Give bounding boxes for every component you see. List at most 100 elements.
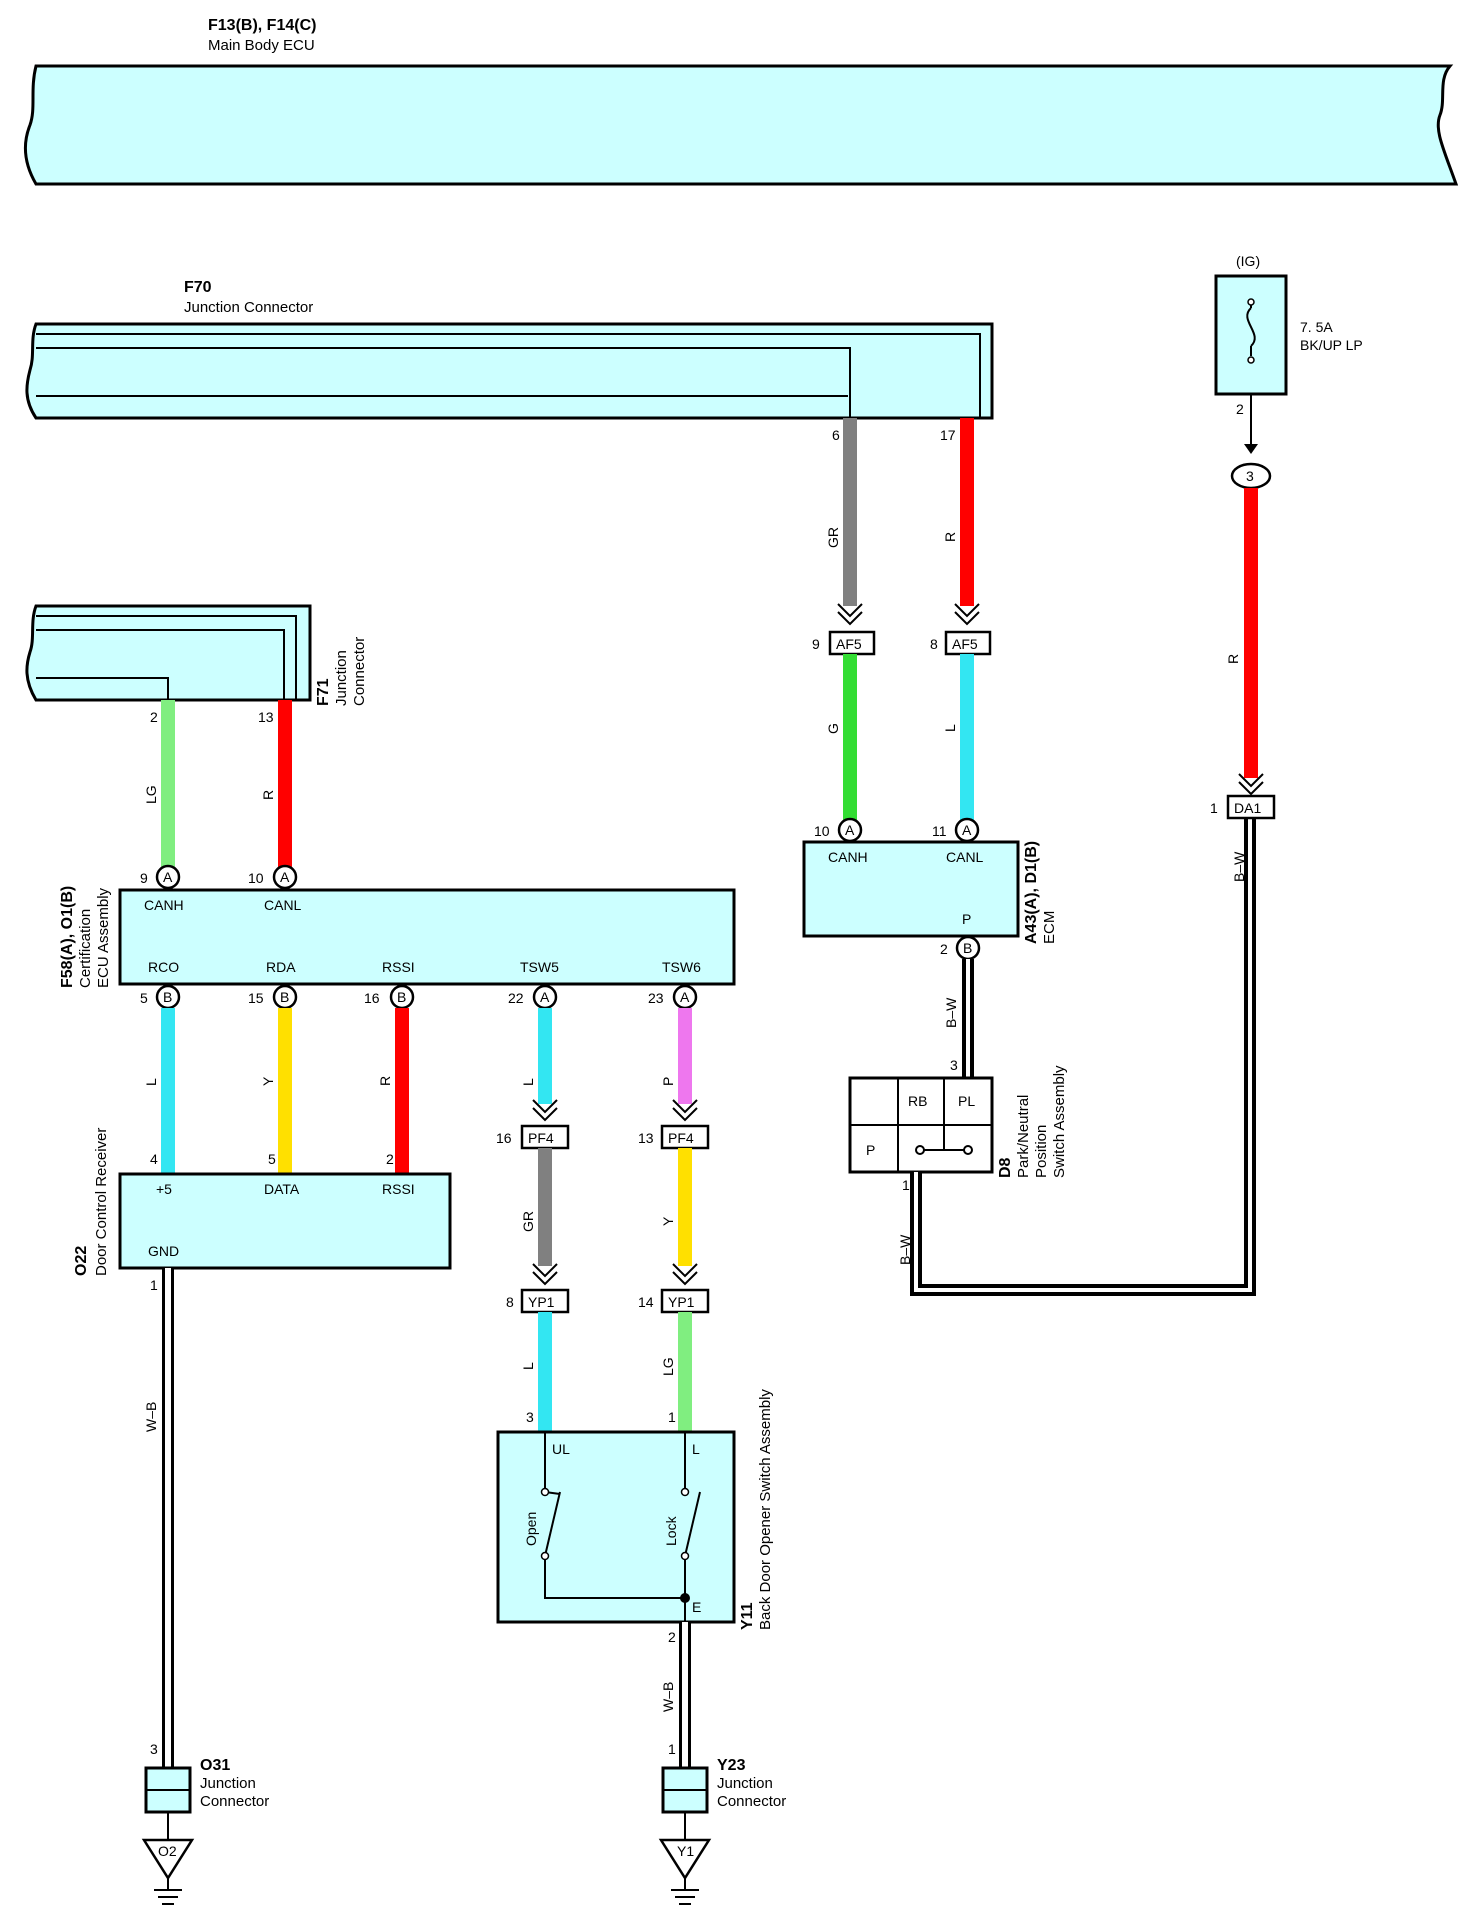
cert-pin-b-rco-label: B bbox=[163, 989, 172, 1005]
y23-name1: Junction bbox=[717, 1775, 773, 1792]
junction-3-label: 3 bbox=[1246, 468, 1254, 484]
f71-name2: Connector bbox=[351, 637, 368, 706]
yp1-pin14: 14 bbox=[638, 1294, 654, 1310]
pf4-label-right: PF4 bbox=[668, 1130, 694, 1146]
cert-pin5: 5 bbox=[140, 990, 148, 1006]
pnp-p: P bbox=[866, 1142, 875, 1158]
o31-pin3: 3 bbox=[150, 1741, 158, 1757]
wire-gr-f70 bbox=[843, 418, 857, 606]
rx-pin5: 5 bbox=[268, 1151, 276, 1167]
f71-name: Junction bbox=[333, 650, 350, 706]
ecm-code: A43(A), D1(B) bbox=[1023, 841, 1040, 944]
y23-code: Y23 bbox=[717, 1757, 746, 1774]
y1-label: Y1 bbox=[677, 1843, 694, 1859]
rx-plus5: +5 bbox=[156, 1181, 172, 1197]
o2-ground-lines bbox=[154, 1878, 182, 1905]
pf4-pin16: 16 bbox=[496, 1130, 512, 1146]
fuse-arrow bbox=[1244, 444, 1258, 454]
cert-code: F58(A), O1(B) bbox=[59, 886, 76, 988]
pnp-contact-right bbox=[963, 1145, 973, 1155]
cert-tsw6: TSW6 bbox=[662, 959, 701, 975]
rx-pin1: 1 bbox=[150, 1277, 158, 1293]
bd-l: L bbox=[692, 1441, 700, 1457]
wire-label-l-yp1: L bbox=[520, 1362, 536, 1370]
f70-name: Junction Connector bbox=[184, 299, 313, 316]
pf4-chevron-right bbox=[672, 1099, 698, 1122]
cert-pin-a-canl bbox=[272, 864, 298, 890]
ecm-pin10: 10 bbox=[814, 823, 830, 839]
fuse-pin2: 2 bbox=[1236, 401, 1244, 417]
wire-lg-f71 bbox=[161, 700, 175, 872]
cert-name2: ECU Assembly bbox=[95, 887, 112, 988]
wire-label-g: G bbox=[825, 723, 841, 734]
cert-pin-b-rssi-label: B bbox=[397, 989, 406, 1005]
wire-label-r-f71: R bbox=[260, 790, 276, 800]
wire-label-gr-pf4: GR bbox=[520, 1211, 536, 1232]
wire-bw-pnp-stripe bbox=[914, 815, 1252, 1292]
pnp-name2: Position bbox=[1033, 1125, 1050, 1178]
ecm-canh: CANH bbox=[828, 849, 868, 865]
f70-inner-line-mid bbox=[36, 347, 851, 418]
wire-label-r-rssi: R bbox=[377, 1076, 393, 1086]
wire-label-bw-da1: B–W bbox=[1231, 851, 1247, 882]
pf4-label-left: PF4 bbox=[528, 1130, 554, 1146]
y23-name2: Connector bbox=[717, 1793, 786, 1810]
f71-inner-low bbox=[36, 677, 169, 700]
pnp-pin1: 1 bbox=[902, 1177, 910, 1193]
rx-pin4: 4 bbox=[150, 1151, 158, 1167]
rx-rssi: RSSI bbox=[382, 1181, 415, 1197]
pnp-pl: PL bbox=[958, 1093, 975, 1109]
fuse-rating: 7. 5A bbox=[1300, 319, 1333, 335]
rx-gnd: GND bbox=[148, 1243, 179, 1259]
fuse-box bbox=[1214, 274, 1288, 396]
fuse-name: BK/UP LP bbox=[1300, 337, 1363, 353]
pnp-name1: Park/Neutral bbox=[1015, 1095, 1032, 1178]
wire-wb-rx-stripe bbox=[165, 1268, 171, 1768]
cert-ecu-box bbox=[118, 888, 736, 986]
ecm-pin-b-label: B bbox=[963, 940, 972, 956]
wire-l-yp1 bbox=[538, 1312, 552, 1432]
yp1-label-right: YP1 bbox=[668, 1294, 695, 1310]
cert-pin-a-tsw6-label: A bbox=[680, 989, 690, 1005]
bd-code: Y11 bbox=[739, 1602, 756, 1630]
wire-r-ig bbox=[1244, 488, 1258, 778]
bd-e: E bbox=[692, 1599, 701, 1615]
wire-label-y-pf4: Y bbox=[660, 1216, 676, 1226]
cert-pin-b-rda-label: B bbox=[280, 989, 289, 1005]
bd-ul: UL bbox=[552, 1441, 570, 1457]
wire-label-l-rco: L bbox=[143, 1078, 159, 1086]
cert-pin-a-canl-label: A bbox=[280, 869, 290, 885]
wire-label-r: R bbox=[942, 532, 958, 542]
af5-pin8: 8 bbox=[930, 636, 938, 652]
wire-bw-ecm-stripe bbox=[966, 959, 970, 1079]
wire-gr-pf4 bbox=[538, 1148, 552, 1266]
cert-pin-a-tsw5-label: A bbox=[540, 989, 550, 1005]
y23-pin1: 1 bbox=[668, 1741, 676, 1757]
pnp-rb: RB bbox=[908, 1093, 927, 1109]
cert-pin23: 23 bbox=[648, 990, 664, 1006]
yp1-pin8: 8 bbox=[506, 1294, 514, 1310]
cert-pin16: 16 bbox=[364, 990, 380, 1006]
pnp-pin3: 3 bbox=[950, 1057, 958, 1073]
cert-pin-a-canh bbox=[155, 864, 181, 890]
pf4-chevron-left bbox=[532, 1099, 558, 1122]
wire-y-rda bbox=[278, 1008, 292, 1174]
af5-chevron-right bbox=[954, 603, 980, 626]
da1-pin1: 1 bbox=[1210, 800, 1218, 816]
pf4-pin13: 13 bbox=[638, 1130, 654, 1146]
af5-chevron-left bbox=[837, 603, 863, 626]
wire-label-lg-f71: LG bbox=[143, 785, 159, 804]
ecm-box bbox=[802, 840, 1020, 938]
cert-pin-a-canh-label: A bbox=[163, 869, 173, 885]
yp1-chevron-right bbox=[672, 1263, 698, 1286]
open-switch-blade bbox=[544, 1491, 561, 1557]
rx-name: Door Control Receiver bbox=[93, 1128, 110, 1276]
o31-name2: Connector bbox=[200, 1793, 269, 1810]
rx-data: DATA bbox=[264, 1181, 300, 1197]
fuse-terminal-top bbox=[1247, 298, 1255, 306]
ecm-pin11: 11 bbox=[932, 823, 947, 839]
wire-label-wb-rx: W–B bbox=[143, 1402, 159, 1432]
wire-label-lg-yp1: LG bbox=[660, 1357, 676, 1376]
lock-switch-blade bbox=[684, 1491, 701, 1557]
lock-contact-top bbox=[680, 1487, 690, 1497]
